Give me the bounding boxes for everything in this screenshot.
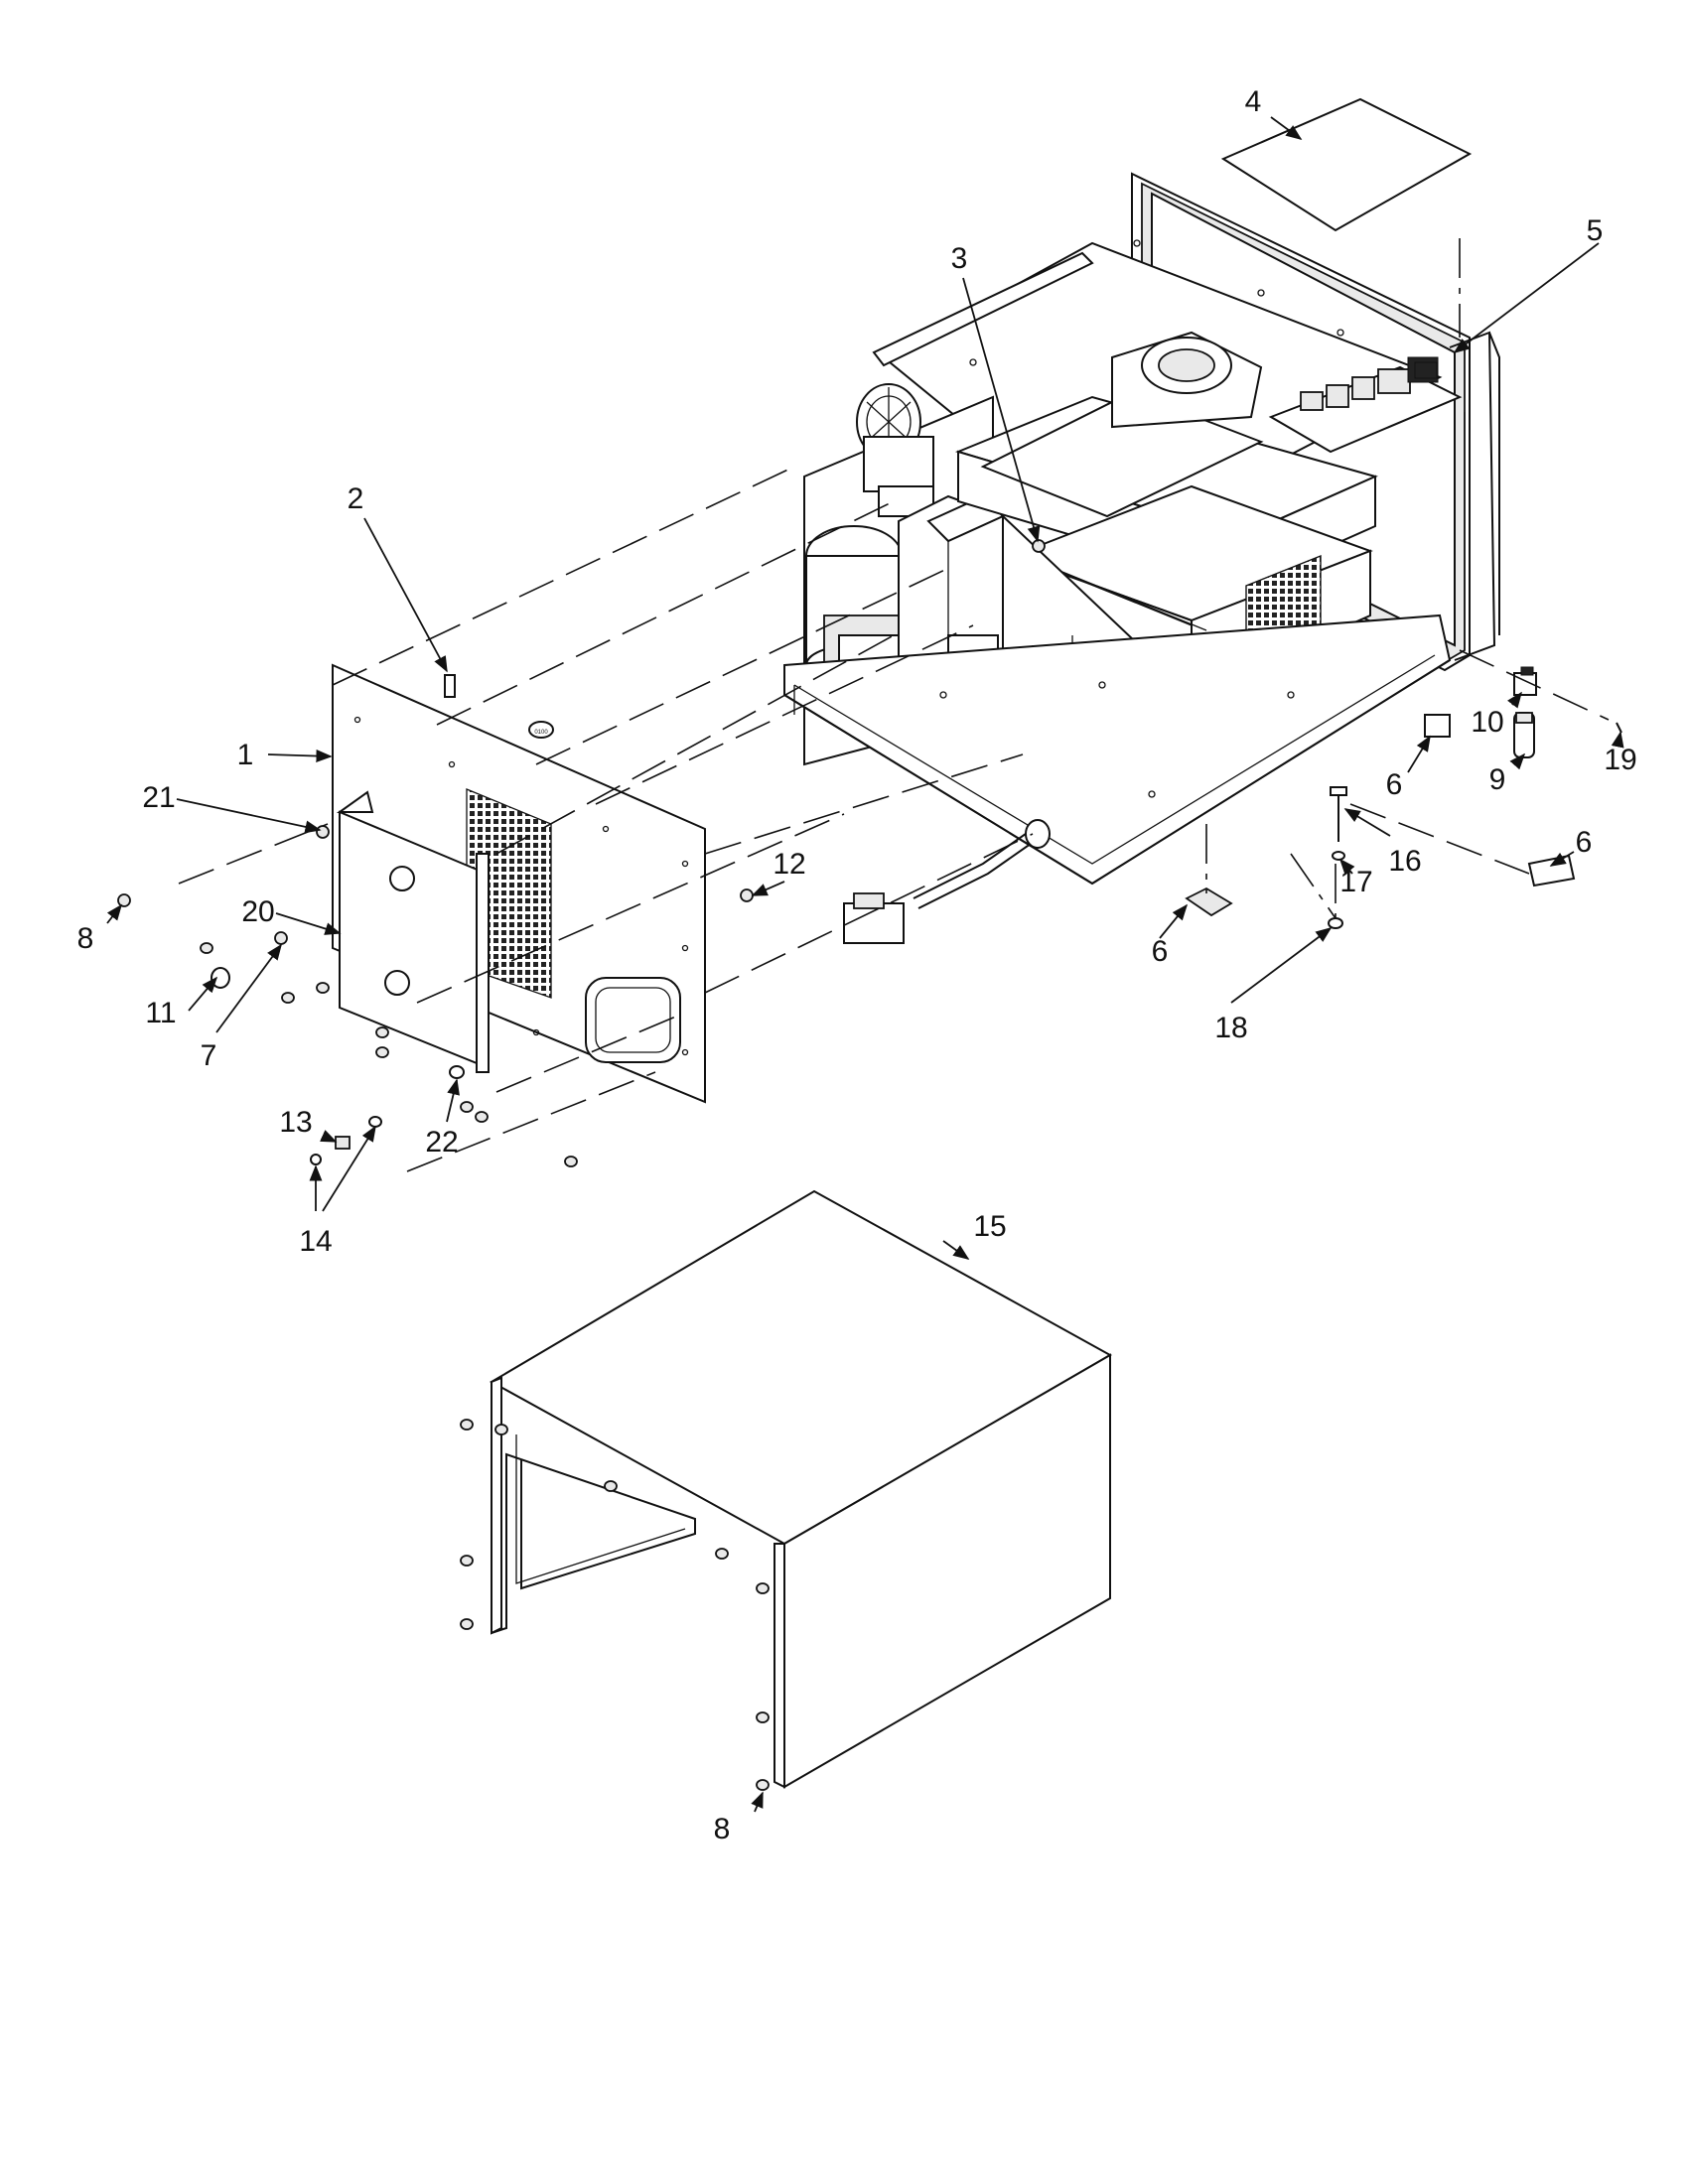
back-panel-holes [353, 716, 689, 1056]
callout-6c: 6 [1576, 826, 1593, 859]
callout-22: 22 [425, 1126, 458, 1159]
callout-18: 18 [1214, 1012, 1247, 1044]
callout-1: 1 [237, 739, 254, 771]
callout-20: 20 [241, 895, 274, 928]
fan-motor [856, 383, 934, 517]
callout-9: 9 [1489, 763, 1506, 796]
control-board [1268, 356, 1463, 454]
callout-2: 2 [348, 482, 364, 515]
callout-11: 11 [145, 997, 176, 1029]
callout-8b: 8 [714, 1813, 731, 1845]
power-cord [843, 819, 1051, 944]
callout-17: 17 [1339, 866, 1372, 898]
callout-19: 19 [1604, 744, 1636, 776]
callout-13: 13 [279, 1106, 312, 1139]
callout-4: 4 [1245, 85, 1262, 118]
callout-15: 15 [973, 1210, 1006, 1243]
assembly-lines [178, 238, 1610, 1172]
small-parts-right [1032, 361, 1622, 929]
chassis-fasteners [939, 239, 1344, 798]
outer-cover [460, 1189, 1113, 1791]
cover-screws [460, 1419, 770, 1791]
callout-labels: 1 2 3 4 5 6 6 6 7 8 8 9 10 11 12 13 14 1… [77, 85, 1637, 1845]
callout-6a: 6 [1386, 768, 1403, 801]
oven-chassis [783, 172, 1500, 886]
top-label-sheet [1220, 97, 1473, 232]
mounting-plate [336, 790, 490, 1073]
panel-tag-text: 0100 [534, 730, 548, 736]
callout-21: 21 [142, 781, 175, 814]
callout-14: 14 [299, 1225, 332, 1258]
callout-5: 5 [1587, 214, 1604, 247]
callout-10: 10 [1471, 706, 1503, 739]
callout-16: 16 [1388, 845, 1421, 878]
callout-8a: 8 [77, 922, 94, 955]
callout-12: 12 [773, 848, 805, 881]
callout-3: 3 [951, 242, 968, 275]
leader-lines [106, 116, 1624, 1813]
callout-6b: 6 [1152, 935, 1169, 968]
small-parts-left [117, 674, 754, 1167]
callout-7: 7 [201, 1039, 217, 1072]
